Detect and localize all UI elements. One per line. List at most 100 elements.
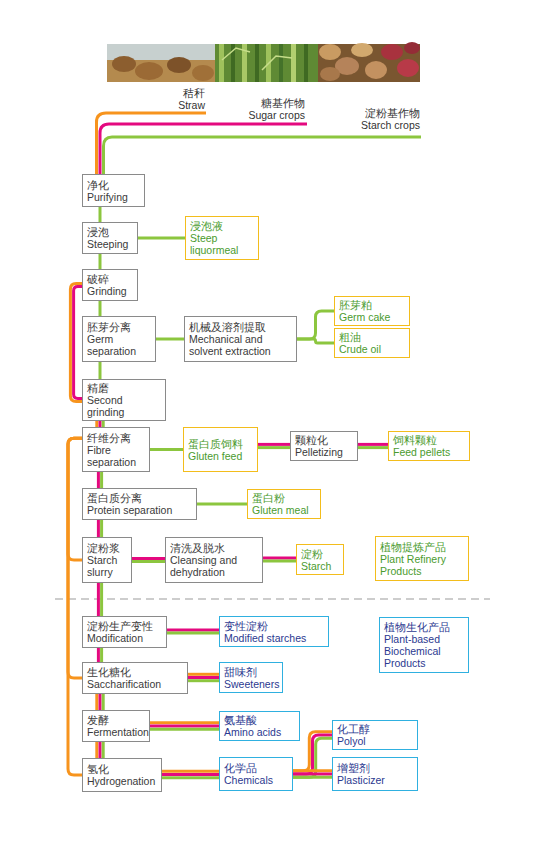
product-box: 变性淀粉Modified starches [219, 616, 329, 647]
connector-stroke [188, 676, 219, 679]
flow-connector [98, 472, 101, 488]
connector-stroke [102, 742, 105, 758]
node-subtitle: Gluten meal [252, 504, 316, 516]
node-title: 增塑剂 [337, 762, 413, 774]
process-box: 机械及溶剂提取Mechanical and solvent extraction [184, 316, 297, 362]
node-subtitle: Feed pellets [393, 446, 465, 458]
connector-stroke [97, 648, 100, 662]
cane-stalk [279, 44, 283, 82]
cane-stalk [304, 44, 308, 82]
connector-stroke [97, 472, 100, 488]
connector-stroke [102, 694, 105, 710]
node-title: 浸泡 [87, 226, 133, 238]
connector-stroke [132, 560, 165, 563]
node-subtitle: Sweeteners [224, 678, 278, 690]
connector-stroke [99, 742, 102, 758]
product-box: 浸泡液Steep liquormeal [185, 216, 259, 260]
straw-feed-line [97, 113, 207, 174]
node-subtitle: Modified starches [224, 632, 324, 644]
connector-stroke [156, 338, 184, 341]
connector-stroke [100, 520, 103, 537]
flow-connector [97, 694, 103, 710]
node-title: 蛋白质饲料 [188, 438, 253, 450]
node-title: 化学品 [224, 762, 288, 774]
node-title: 化工醇 [337, 723, 413, 735]
crop-label: 淀粉基作物 [365, 107, 420, 119]
node-subtitle: Second grinding [87, 394, 161, 418]
node-title: 淀粉 [301, 548, 339, 560]
connector-stroke [68, 438, 82, 775]
node-subtitle: Purifying [87, 191, 140, 203]
cane-leaf [222, 48, 250, 60]
connector-stroke [258, 443, 290, 446]
node-title: 发酵 [87, 714, 145, 726]
connector-stroke [167, 628, 219, 631]
node-title: 淀粉生产变性 [87, 620, 162, 632]
connector-stroke [138, 237, 185, 240]
red-potato [404, 42, 420, 54]
node-subtitle: Chemicals [224, 774, 288, 786]
process-box: 净化Purifying [82, 174, 145, 207]
node-subtitle: Germ cake [339, 311, 405, 323]
process-box: 生化糖化Saccharification [82, 662, 188, 694]
connector-stroke [162, 773, 219, 776]
node-title: 氢化 [87, 763, 157, 775]
node-subtitle: Grinding [87, 285, 133, 297]
flow-connector [100, 362, 101, 379]
node-subtitle: Polyol [337, 735, 413, 747]
node-subtitle: Plant-based Biochemical Products [384, 633, 464, 669]
category-box: 植物生化产品Plant-based Biochemical Products [379, 617, 469, 673]
connector-stroke [293, 769, 332, 772]
potato [320, 67, 340, 81]
process-box: 破碎Grinding [82, 269, 138, 301]
connector-stroke [95, 742, 98, 758]
node-title: 胚芽分离 [87, 321, 151, 333]
connector-stroke [293, 773, 332, 776]
starch-feed-line [104, 137, 422, 174]
potato [351, 43, 373, 57]
red-potato [397, 59, 419, 77]
node-title: 胚芽粕 [339, 299, 405, 311]
process-box: 浸泡Steeping [82, 222, 138, 254]
node-title: 变性淀粉 [224, 620, 324, 632]
node-title: 甜味剂 [224, 666, 278, 678]
flow-connector [297, 339, 334, 343]
node-title: 精磨 [87, 382, 161, 394]
node-title: 饲料颗粒 [393, 434, 465, 446]
flow-connector [98, 648, 101, 662]
flow-connector [297, 311, 334, 339]
connector-stroke [297, 311, 334, 339]
connector-stroke [150, 725, 219, 728]
node-subtitle: Pelletizing [295, 446, 353, 458]
node-title: 氨基酸 [224, 714, 295, 726]
connector-stroke [95, 694, 98, 710]
connector-stroke [263, 560, 296, 563]
connector-stroke [293, 776, 332, 779]
node-title: 浸泡液 [190, 220, 254, 232]
node-title: 植物提炼产品 [380, 541, 464, 553]
product-box: 蛋白质饲料Gluten feed [183, 427, 258, 472]
flow-connector [197, 504, 247, 505]
flow-connector [156, 339, 184, 340]
node-subtitle: Starch slurry [87, 554, 127, 578]
node-subtitle: Protein separation [87, 504, 192, 516]
connector-stroke [70, 283, 82, 401]
node-subtitle: Steeping [87, 238, 133, 250]
node-title: 净化 [87, 179, 140, 191]
process-box: 淀粉浆Starch slurry [82, 537, 132, 583]
connector-stroke [97, 583, 100, 616]
section-divider [55, 598, 490, 600]
connector-stroke [358, 443, 388, 446]
connector-stroke [162, 770, 219, 773]
node-title: 清洗及脱水 [170, 542, 258, 554]
flow-connector [68, 438, 82, 678]
node-subtitle: Fibre separation [87, 444, 145, 468]
node-subtitle: Crude oil [339, 343, 405, 355]
process-box: 精磨Second grinding [82, 379, 166, 421]
connector-stroke [188, 673, 219, 676]
straw-bale [167, 57, 191, 73]
flow-connector [162, 771, 219, 777]
flow-connector [70, 283, 82, 401]
node-subtitle: Amino acids [224, 726, 295, 738]
